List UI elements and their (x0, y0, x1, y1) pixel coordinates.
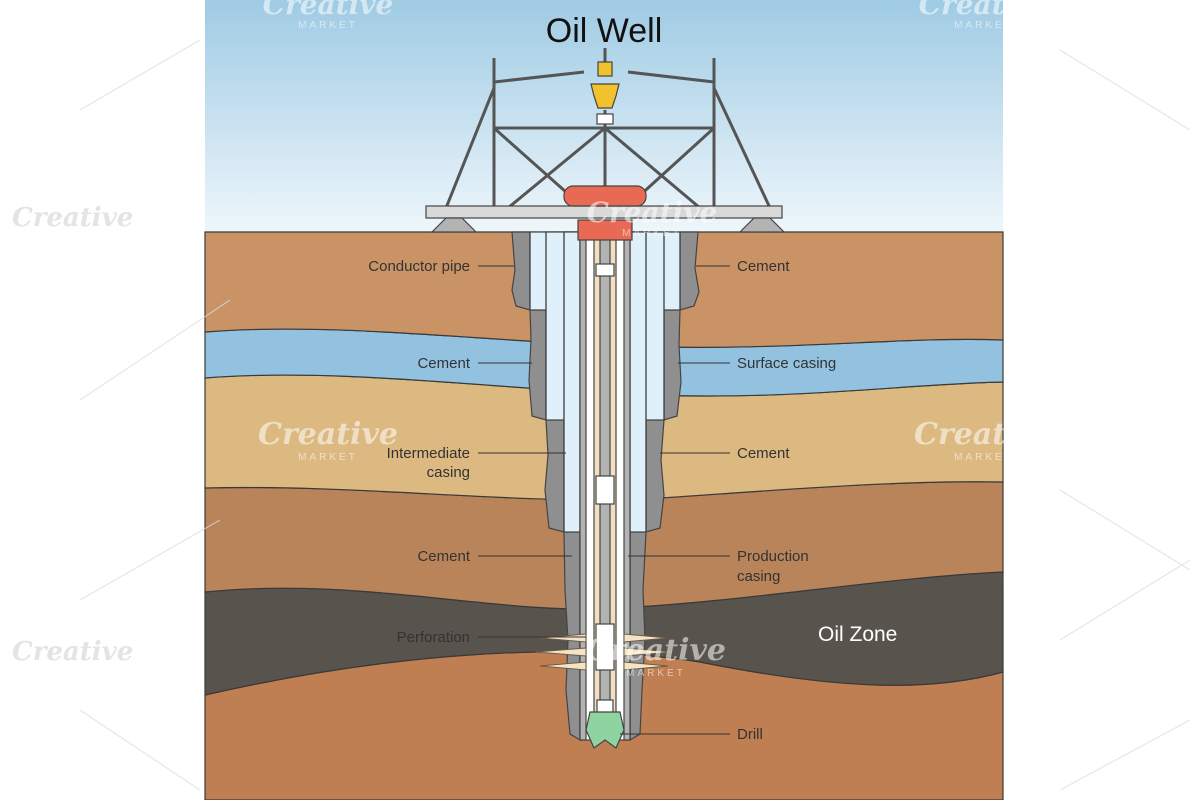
label-cement-intermediate-right: Cement (737, 445, 790, 462)
bop-upper (563, 185, 647, 207)
label-production-casing-line2: casing (737, 568, 780, 585)
swivel (590, 83, 620, 109)
watermark-center-bottom: Creative MARKET (586, 633, 726, 679)
drill-bit (585, 711, 625, 749)
label-production-casing-line1: Production (737, 548, 809, 565)
perforation-r1 (623, 633, 669, 643)
label-surface-casing: Surface casing (737, 355, 836, 372)
perforations (535, 633, 673, 671)
watermark-sub: MARKET (622, 228, 682, 239)
watermark-sub: MARKET (298, 452, 358, 463)
cement-sheaths (511, 231, 700, 742)
label-cement-top-right: Cement (737, 258, 790, 275)
label-conductor-pipe: Conductor pipe (368, 258, 470, 275)
swivel-assembly (590, 48, 620, 125)
watermark-brand: Creative (12, 637, 133, 667)
label-oil-zone: Oil Zone (818, 623, 897, 646)
perforation-l3 (539, 661, 587, 671)
perforation-r3 (623, 661, 669, 671)
watermark-diagonal-lines (79, 39, 1191, 791)
intermediate-cement-left (544, 419, 565, 533)
watermark-top-right: Creative MARKET (919, 0, 1050, 31)
label-intermediate-casing-line2: casing (427, 464, 470, 481)
hook (597, 61, 613, 77)
intermediate-cement-right (645, 419, 665, 533)
watermark-sub: MARKET (954, 452, 1014, 463)
label-intermediate-casing-line1: Intermediate (387, 445, 470, 462)
perforation-r2 (623, 647, 673, 657)
swivel-base (596, 113, 614, 125)
watermark-top-left: Creative MARKET (263, 0, 394, 31)
bop-lower (577, 219, 633, 241)
perforation-l2 (535, 647, 587, 657)
tool-joint-2 (595, 475, 615, 505)
diagram-title: Oil Well (546, 12, 663, 50)
rig-foot-right (738, 217, 786, 233)
watermark-sub: MARKET (954, 20, 1014, 31)
tool-joint-3 (595, 623, 615, 671)
watermark-brand: Creative (919, 0, 1050, 21)
watermark-brand: Creative (258, 417, 398, 452)
drill-string (585, 231, 625, 749)
conductor-cement-left (511, 231, 531, 311)
watermark-sub: MARKET (626, 668, 686, 679)
blowout-preventer (563, 185, 647, 241)
watermark-brand: Creative (263, 0, 394, 21)
watermark-mid-right: Creative MARKET (914, 417, 1054, 463)
leader-lines (478, 265, 730, 735)
rig-floor (425, 205, 786, 233)
label-perforation: Perforation (397, 629, 470, 646)
label-cement-production-left: Cement (417, 548, 470, 565)
labels: Conductor pipe Cement Cement Surface cas… (368, 258, 897, 743)
watermark-brand: Creative (586, 633, 726, 668)
watermark-brand: Creative (12, 203, 133, 233)
watermark-side-left: Creative Creative (12, 203, 133, 667)
watermarks: Creative MARKET Creative MARKET Creative… (12, 0, 1191, 791)
perforation-l1 (539, 633, 587, 643)
rig-foot-left (430, 217, 478, 233)
watermark-center-top: Creative MARKET (587, 196, 718, 239)
watermark-brand: Creative (914, 417, 1054, 452)
label-cement-surface-left: Cement (417, 355, 470, 372)
tool-joint-1 (595, 263, 615, 277)
surface-cement-right (663, 309, 682, 421)
watermark-sub: MARKET (298, 20, 358, 31)
surface-cement-left (528, 309, 547, 421)
label-drill: Drill (737, 726, 763, 743)
watermark-brand: Creative (587, 196, 718, 229)
watermark-mid-left: Creative MARKET (258, 417, 398, 463)
